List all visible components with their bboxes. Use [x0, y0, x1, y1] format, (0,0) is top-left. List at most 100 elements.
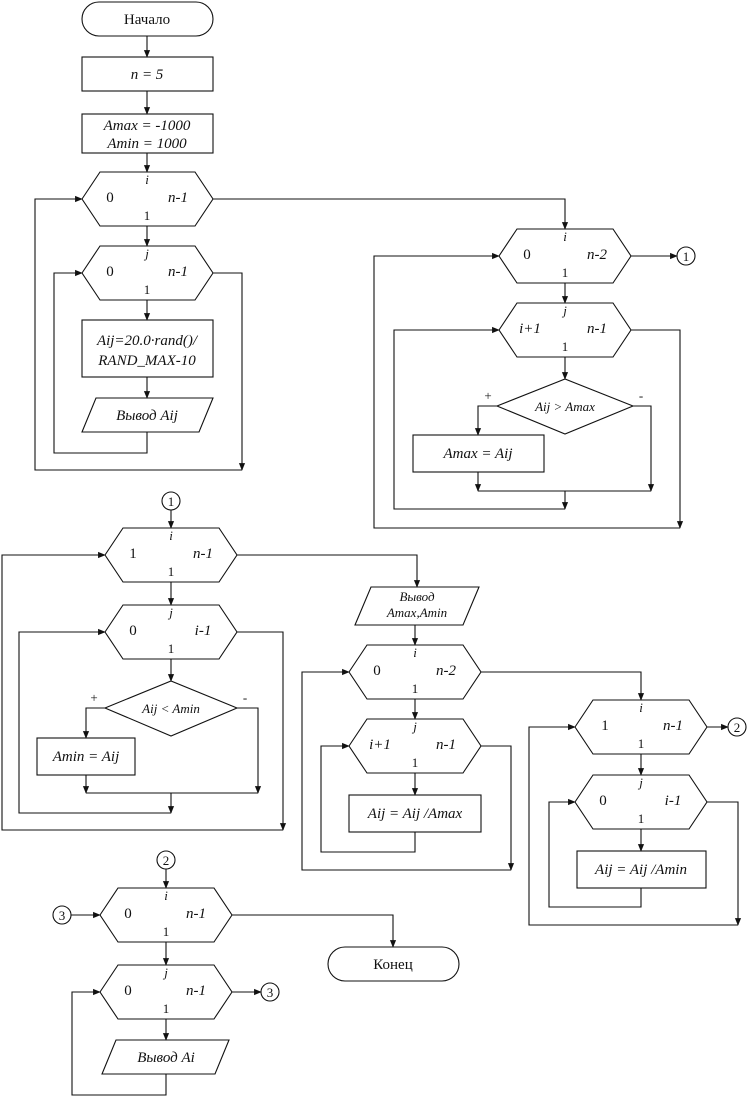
- cond-max-yes: +: [484, 388, 491, 403]
- cond-min-yes: +: [90, 690, 97, 705]
- loop6-i-from: 0: [124, 906, 132, 922]
- loop4-j-var: j: [411, 719, 417, 734]
- loop4-j-step: 1: [412, 755, 419, 770]
- loop1-j-from: 0: [106, 264, 114, 280]
- end-label: Конец: [373, 957, 412, 973]
- amax-init-label: Amax = -1000: [103, 118, 191, 134]
- loop6-i-step: 1: [163, 924, 170, 939]
- loop2i-return: [373, 252, 680, 529]
- loop1i-exit: [213, 198, 569, 230]
- loop3j-exit: [237, 631, 287, 831]
- output-a-label: Вывод Aij: [116, 408, 178, 424]
- loop6-j-step: 1: [163, 1001, 170, 1016]
- output-ai-label: Вывод Ai: [137, 1050, 195, 1066]
- loop6j-return: [71, 988, 167, 1096]
- condmin-no-branch: [237, 707, 262, 794]
- output-mm-line1: Вывод: [399, 589, 435, 604]
- condmax-no-branch: [633, 405, 655, 492]
- loop5i-return: [528, 723, 738, 926]
- loop3-j-var: j: [167, 605, 173, 620]
- loop2-j-to: n-1: [587, 321, 607, 337]
- output-mm-line2: Amax,Amin: [386, 605, 447, 620]
- loop2-j-from: i+1: [519, 321, 541, 337]
- assign-min-label: Amin = Aij: [52, 749, 120, 765]
- connector-3-in-label: 3: [59, 908, 66, 923]
- loop3i-exit: [237, 554, 421, 588]
- loop3-j-from: 0: [129, 623, 137, 639]
- loop2j-return: [393, 326, 565, 510]
- cond-min-label: Aij < Amin: [141, 701, 200, 716]
- div-max-block: [348, 794, 482, 833]
- loop3j-return: [18, 628, 171, 814]
- assign-rand-line1: Aij=20.0·rand()/: [96, 333, 199, 349]
- loop2-i-from: 0: [523, 247, 531, 263]
- loop3-i-to: n-1: [193, 546, 213, 562]
- div-max-label: Aij = Aij /Amax: [367, 806, 463, 822]
- loop2-i-step: 1: [562, 265, 569, 280]
- loop1j-return: [53, 269, 148, 454]
- loop6-j-var: j: [162, 965, 168, 980]
- loop5-i-var: i: [639, 700, 643, 715]
- loop4-i-var: i: [413, 645, 417, 660]
- loop2-j-var: j: [561, 303, 567, 318]
- loop4j-exit: [481, 745, 515, 871]
- loop5j-return: [548, 798, 642, 908]
- div-min-block: [576, 850, 707, 889]
- condmin-yes-branch: [82, 707, 105, 739]
- loop2-i-var: i: [563, 229, 567, 244]
- loop3-i-step: 1: [168, 564, 175, 579]
- loop1i-return: [34, 195, 242, 471]
- loop3-j-step: 1: [168, 641, 175, 656]
- connector-3-out-label: 3: [267, 985, 274, 1000]
- loop5-j-from: 0: [599, 793, 607, 809]
- loop2-j-step: 1: [562, 339, 569, 354]
- connector-1-in-label: 1: [168, 494, 175, 509]
- output-ai-parallelogram: [101, 1039, 230, 1075]
- loop1-i-to: n-1: [168, 190, 188, 206]
- output-mm-parallelogram: [354, 586, 480, 626]
- connector-2-in-label: 2: [163, 853, 170, 868]
- loop3i-return: [1, 551, 283, 831]
- loop4-i-to: n-2: [436, 663, 456, 679]
- loop6-i-to: n-1: [186, 906, 206, 922]
- loop5j-exit: [707, 801, 742, 926]
- loop1-i-var: i: [145, 172, 149, 187]
- div-min-label: Aij = Aij /Amin: [594, 862, 687, 878]
- start-label: Начало: [124, 12, 170, 28]
- loop5-j-var: j: [637, 775, 643, 790]
- loop1-j-to: n-1: [168, 264, 188, 280]
- assign-max-label: Amax = Aij: [442, 446, 512, 462]
- loop1j-exit: [213, 272, 246, 471]
- assign-rand-line2: RAND_MAX-10: [97, 353, 196, 369]
- cond-max-label: Aij > Amax: [534, 399, 595, 414]
- connector-2-out-label: 2: [734, 720, 741, 735]
- loop5-j-step: 1: [638, 811, 645, 826]
- loop4-i-from: 0: [373, 663, 381, 679]
- loop4-j-from: i+1: [369, 737, 391, 753]
- loop1-j-var: j: [143, 246, 149, 261]
- loop4i-return: [301, 668, 511, 871]
- loop6i-exit: [232, 914, 397, 948]
- loop3-i-from: 1: [129, 546, 137, 562]
- loop6-j-from: 0: [124, 983, 132, 999]
- loop1-i-from: 0: [106, 190, 114, 206]
- amin-init-label: Amin = 1000: [106, 136, 187, 152]
- loop5-j-to: i-1: [665, 793, 682, 809]
- loop4-j-to: n-1: [436, 737, 456, 753]
- loop6-i-var: i: [164, 888, 168, 903]
- cond-max-no: -: [639, 388, 643, 403]
- loop5-i-to: n-1: [663, 718, 683, 734]
- loop4-i-step: 1: [412, 681, 419, 696]
- loop2-i-to: n-2: [587, 247, 607, 263]
- loop2j-exit: [631, 329, 684, 529]
- assign-min-block: [36, 737, 136, 776]
- loop3-j-to: i-1: [195, 623, 212, 639]
- loop6-j-to: n-1: [186, 983, 206, 999]
- loop1-i-step: 1: [144, 208, 151, 223]
- loop4i-exit: [481, 671, 645, 701]
- connector-1-out-label: 1: [683, 249, 690, 264]
- loop5-i-step: 1: [638, 736, 645, 751]
- loop4j-return: [320, 742, 416, 853]
- loop1-j-step: 1: [144, 282, 151, 297]
